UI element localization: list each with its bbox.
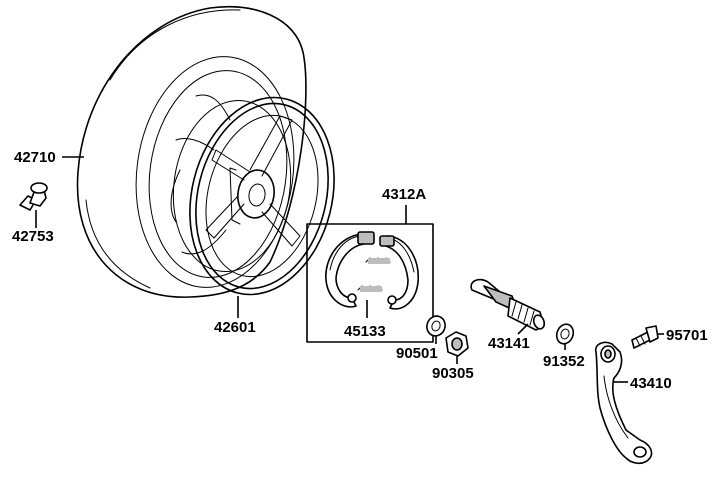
label-brake-arm: 43410 bbox=[630, 375, 672, 392]
rim-ring bbox=[189, 96, 335, 296]
nut bbox=[445, 331, 469, 357]
label-washer-2: 91352 bbox=[543, 353, 585, 370]
part-labels: 42710 42753 42601 4312A 45133 90501 9030… bbox=[12, 149, 708, 392]
tire bbox=[76, 6, 307, 298]
valve-stem bbox=[19, 182, 48, 211]
brake-shoe-group bbox=[306, 223, 434, 343]
washer-2 bbox=[555, 323, 575, 345]
brake-arm bbox=[594, 341, 653, 465]
label-valve: 42753 bbox=[12, 228, 54, 245]
leader-lines bbox=[35, 156, 664, 383]
label-brake-shoe-set: 4312A bbox=[382, 186, 426, 203]
washer bbox=[426, 315, 446, 337]
label-brake-spring: 45133 bbox=[344, 323, 386, 340]
label-bolt: 95701 bbox=[666, 327, 708, 344]
label-nut: 90305 bbox=[432, 365, 474, 382]
label-tire: 42710 bbox=[14, 149, 56, 166]
bolt bbox=[631, 325, 659, 349]
brake-cam-shaft bbox=[470, 278, 546, 331]
label-washer: 90501 bbox=[396, 345, 438, 362]
label-rim: 42601 bbox=[214, 319, 256, 336]
label-cam-shaft: 43141 bbox=[488, 335, 530, 352]
